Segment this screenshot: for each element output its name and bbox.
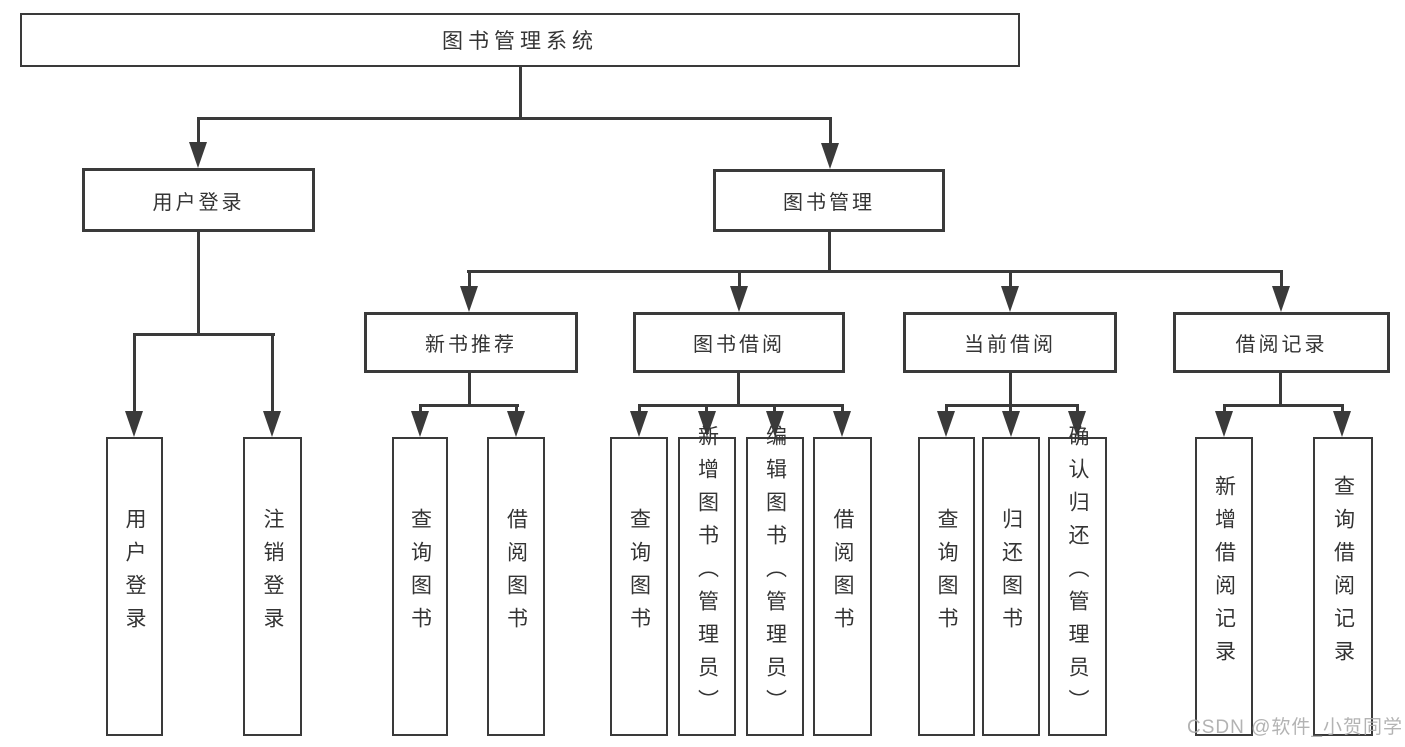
node-user-login-label: 用户登录 (152, 191, 245, 214)
leaf-current-confirm-return-admin-label: 确认归还（管理员） (1066, 425, 1089, 722)
connector-line (1009, 373, 1012, 407)
leaf-borrow-edit-admin-label: 编辑图书（管理员） (763, 425, 787, 722)
leaf-user-login: 用户登录 (106, 437, 163, 736)
leaf-records-query: 查询借阅记录 (1313, 437, 1373, 736)
connector-line (945, 404, 1079, 407)
arrow-down-icon (1333, 411, 1351, 437)
arrow-down-icon (821, 143, 839, 169)
leaf-newbook-query-label: 查询图书 (408, 507, 432, 640)
connector-line (197, 232, 200, 336)
connector-line (638, 404, 844, 407)
arrow-down-icon (1068, 411, 1086, 437)
leaf-logout-login: 注销登录 (243, 437, 302, 736)
leaf-user-login-label: 用户登录 (123, 507, 146, 640)
arrow-down-icon (189, 142, 207, 168)
connector-line (519, 66, 522, 118)
connector-line (515, 404, 518, 414)
arrow-down-icon (630, 411, 648, 437)
connector-line (1341, 404, 1344, 414)
leaf-logout-login-label: 注销登录 (261, 507, 284, 640)
arrow-down-icon (263, 411, 281, 437)
connector-line (133, 333, 136, 413)
leaf-borrow-add-admin: 新增图书（管理员） (678, 425, 736, 736)
connector-line (468, 373, 471, 407)
arrow-down-icon (937, 411, 955, 437)
connector-line (1076, 404, 1079, 414)
connector-line (828, 232, 831, 273)
leaf-current-query-label: 查询图书 (935, 507, 958, 640)
connector-line (133, 333, 275, 336)
connector-line (419, 404, 422, 414)
connector-line (1279, 373, 1282, 407)
connector-line (638, 404, 641, 414)
watermark: CSDN @软件_小贺同学 (1187, 717, 1403, 738)
connector-line (738, 270, 741, 288)
node-new-book-label: 新书推荐 (425, 334, 517, 356)
arrow-down-icon (1272, 286, 1290, 312)
arrow-down-icon (833, 411, 851, 437)
leaf-borrow-query: 查询图书 (610, 437, 668, 736)
node-new-book-recommend: 新书推荐 (364, 312, 578, 373)
node-root: 图书管理系统 (20, 13, 1020, 67)
leaf-current-return-label: 归还图书 (999, 507, 1023, 640)
leaf-newbook-borrow-label: 借阅图书 (504, 507, 528, 640)
leaf-borrow-add-admin-label: 新增图书（管理员） (695, 425, 719, 722)
leaf-borrow-borrow-label: 借阅图书 (831, 507, 854, 640)
arrow-down-icon (411, 411, 429, 437)
arrow-down-icon (698, 411, 716, 437)
node-book-borrow-label: 图书借阅 (693, 334, 785, 356)
connector-line (945, 404, 948, 414)
leaf-records-query-label: 查询借阅记录 (1331, 474, 1355, 673)
connector-line (841, 404, 844, 414)
leaf-borrow-query-label: 查询图书 (627, 507, 651, 640)
node-root-label: 图书管理系统 (442, 30, 598, 53)
leaf-current-query: 查询图书 (918, 437, 975, 736)
connector-line (468, 270, 471, 288)
leaf-records-add-label: 新增借阅记录 (1212, 474, 1236, 673)
arrow-down-icon (1001, 286, 1019, 312)
arrow-down-icon (1215, 411, 1233, 437)
node-book-manage-label: 图书管理 (783, 192, 875, 214)
connector-line (467, 270, 1283, 273)
connector-line (773, 404, 776, 414)
connector-line (197, 117, 831, 120)
arrow-down-icon (1002, 411, 1020, 437)
arrow-down-icon (460, 286, 478, 312)
connector-line (829, 117, 832, 144)
node-book-manage: 图书管理 (713, 169, 945, 232)
connector-line (705, 404, 708, 414)
connector-line (419, 404, 519, 407)
connector-line (1223, 404, 1226, 414)
node-current-borrow: 当前借阅 (903, 312, 1117, 373)
arrow-down-icon (766, 411, 784, 437)
connector-line (1223, 404, 1344, 407)
node-current-borrow-label: 当前借阅 (964, 334, 1056, 356)
connector-line (1009, 270, 1012, 288)
connector-line (271, 333, 274, 413)
connector-line (737, 373, 740, 407)
node-borrow-records: 借阅记录 (1173, 312, 1390, 373)
node-book-borrow: 图书借阅 (633, 312, 845, 373)
leaf-current-return: 归还图书 (982, 437, 1040, 736)
node-borrow-records-label: 借阅记录 (1235, 334, 1328, 356)
connector-line (197, 117, 200, 144)
connector-line (1009, 404, 1012, 414)
leaf-current-confirm-return-admin: 确认归还（管理员） (1048, 425, 1107, 736)
arrow-down-icon (125, 411, 143, 437)
leaf-newbook-borrow: 借阅图书 (487, 437, 545, 736)
node-user-login: 用户登录 (82, 168, 315, 232)
leaf-borrow-borrow: 借阅图书 (813, 437, 872, 736)
arrow-down-icon (730, 286, 748, 312)
connector-line (1280, 270, 1283, 288)
leaf-records-add: 新增借阅记录 (1195, 437, 1253, 736)
leaf-borrow-edit-admin: 编辑图书（管理员） (746, 425, 804, 736)
arrow-down-icon (507, 411, 525, 437)
leaf-newbook-query: 查询图书 (392, 437, 448, 736)
